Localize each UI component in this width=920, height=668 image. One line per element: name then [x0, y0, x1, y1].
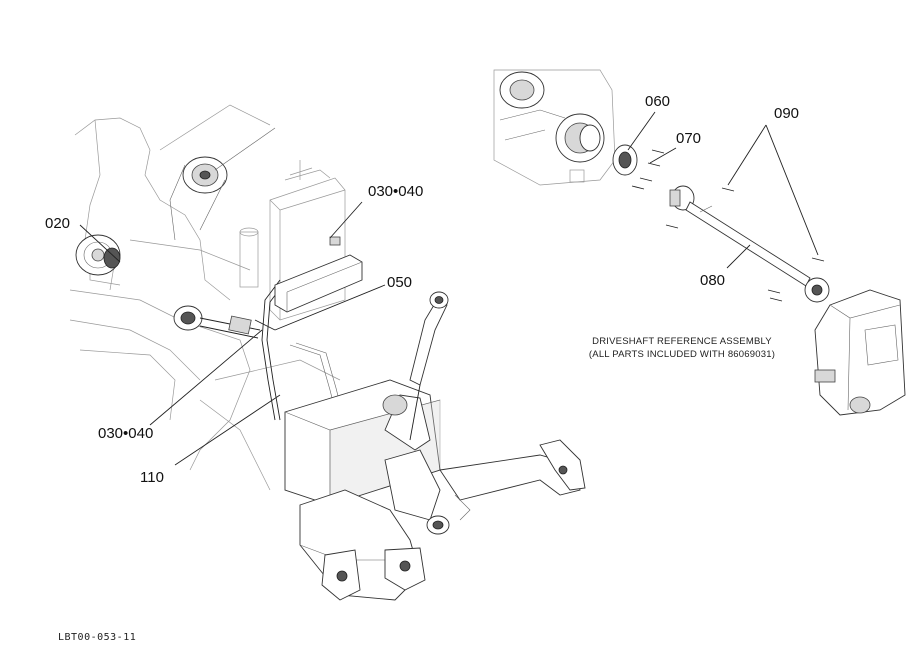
note-line-2: (ALL PARTS INCLUDED WITH 86069031)	[589, 349, 775, 360]
drawing-code: LBT00-053-11	[58, 632, 136, 643]
callout-050: 050	[387, 274, 412, 291]
note-line-1: DRIVESHAFT REFERENCE ASSEMBLY	[592, 336, 772, 347]
engine-context	[493, 69, 616, 186]
callout-080: 080	[700, 272, 725, 289]
callout-030-040-bottom: 030•040	[98, 425, 153, 442]
callout-020: 020	[45, 215, 70, 232]
front-hitch-assembly	[284, 291, 586, 601]
callout-030-040-top: 030•040	[368, 183, 423, 200]
front-driveshaft-coupling	[173, 305, 261, 339]
leader-lines-left	[79, 127, 386, 466]
callout-090: 090	[774, 105, 799, 122]
alternator	[75, 234, 121, 276]
compressor-pulley	[169, 156, 228, 241]
callout-110: 110	[140, 469, 164, 486]
front-gearbox	[814, 289, 906, 416]
driveshaft-assembly	[612, 144, 830, 303]
leader-lines-right	[627, 111, 819, 269]
callout-070: 070	[676, 130, 701, 147]
callout-060: 060	[645, 93, 670, 110]
valve-block-top	[274, 236, 363, 313]
